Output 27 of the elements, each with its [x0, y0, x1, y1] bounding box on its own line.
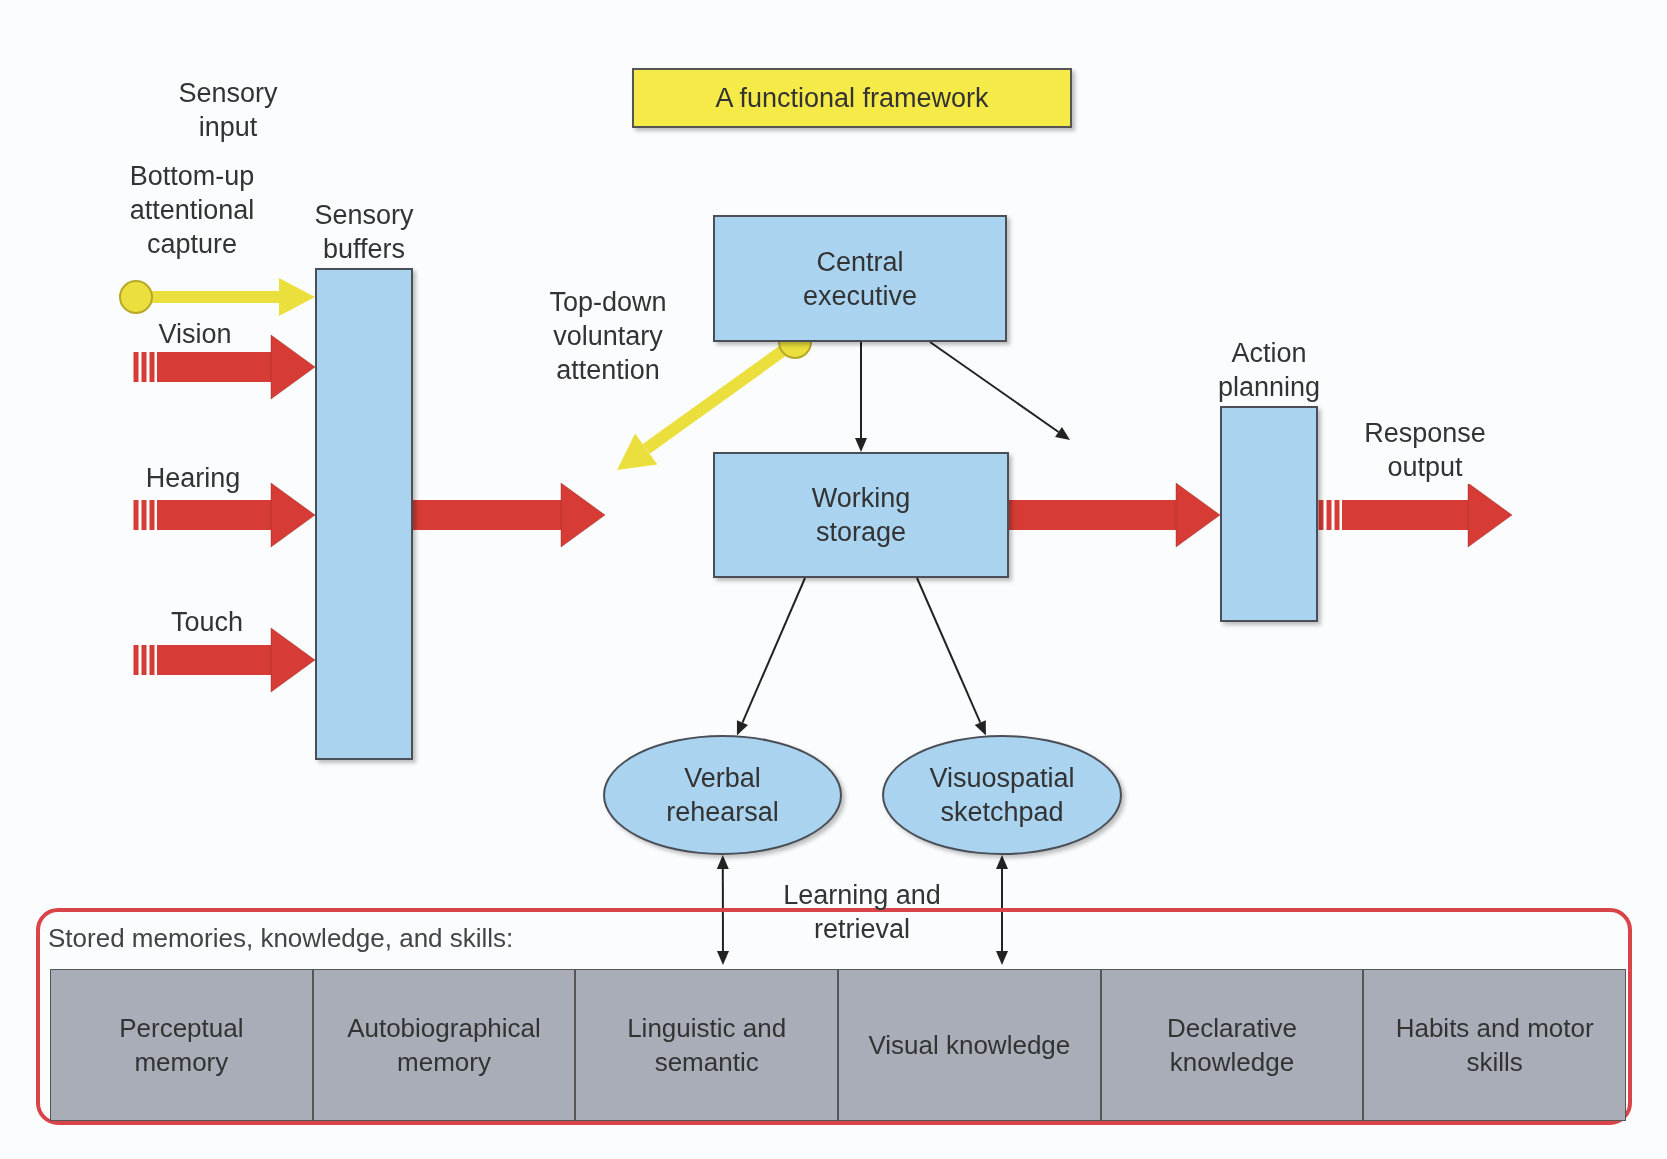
box-heading: Sensory buffers	[313, 199, 415, 266]
cell-label: Habits and motor skills	[1394, 1012, 1595, 1079]
memory-cell	[50, 969, 313, 1121]
cell-label: Perceptual memory	[118, 1012, 245, 1079]
title-box: A functional framework	[632, 68, 1072, 128]
group-heading: Stored memories, knowledge, and skills:	[48, 922, 514, 954]
cell-label: Autobiographical memory	[346, 1012, 542, 1079]
process-box	[713, 452, 1009, 578]
memory-cell	[1100, 969, 1364, 1121]
text-label: Bottom-up attentional capture	[128, 160, 256, 261]
memory-cell	[575, 969, 838, 1121]
box-heading: Action planning	[1216, 337, 1322, 404]
group-frame	[36, 908, 1632, 1125]
box-label: Working storage	[810, 482, 912, 549]
text-label: Learning and retrieval	[782, 879, 942, 946]
cell-label: Visual knowledge	[867, 1029, 1072, 1062]
memory-cell	[1363, 969, 1626, 1121]
box-label: Central executive	[801, 245, 919, 313]
text-label: Sensory input	[177, 77, 279, 144]
memory-cell	[838, 969, 1101, 1121]
process-box	[713, 215, 1007, 342]
ellipse-label: Visuospatial sketchpad	[928, 762, 1076, 829]
ellipse-label: Verbal rehearsal	[665, 762, 780, 829]
text-label: Top-down voluntary attention	[548, 286, 668, 387]
memory-cell	[312, 969, 576, 1121]
cell-label: Linguistic and semantic	[626, 1012, 788, 1079]
cell-label: Declarative knowledge	[1165, 1012, 1298, 1079]
